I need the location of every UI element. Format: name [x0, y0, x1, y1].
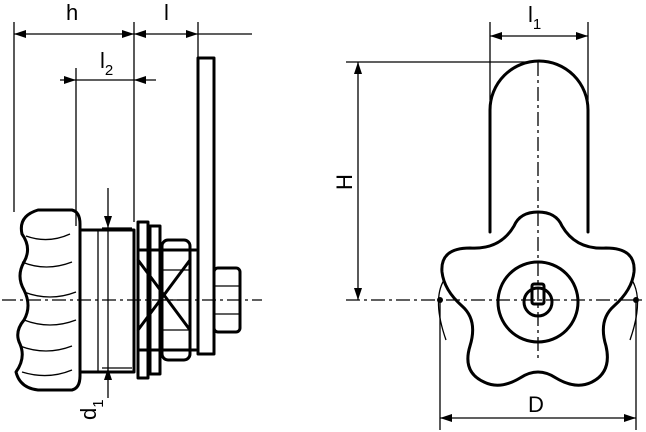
knob-profile — [14, 208, 82, 392]
cam-lever-front — [488, 59, 590, 234]
lock-body — [78, 228, 136, 374]
label-l1: l1 — [528, 2, 541, 33]
cam-lever — [196, 56, 216, 356]
label-d1: d1 — [76, 399, 107, 420]
label-l: l — [164, 0, 169, 25]
front-view: l1 H D — [332, 2, 644, 430]
label-H: H — [332, 174, 357, 190]
star-knob — [440, 210, 636, 387]
keyhole — [530, 282, 546, 306]
label-h: h — [66, 0, 78, 25]
label-D: D — [528, 392, 544, 417]
label-l2: l2 — [100, 48, 113, 79]
side-view: h l l2 d1 — [2, 0, 262, 420]
